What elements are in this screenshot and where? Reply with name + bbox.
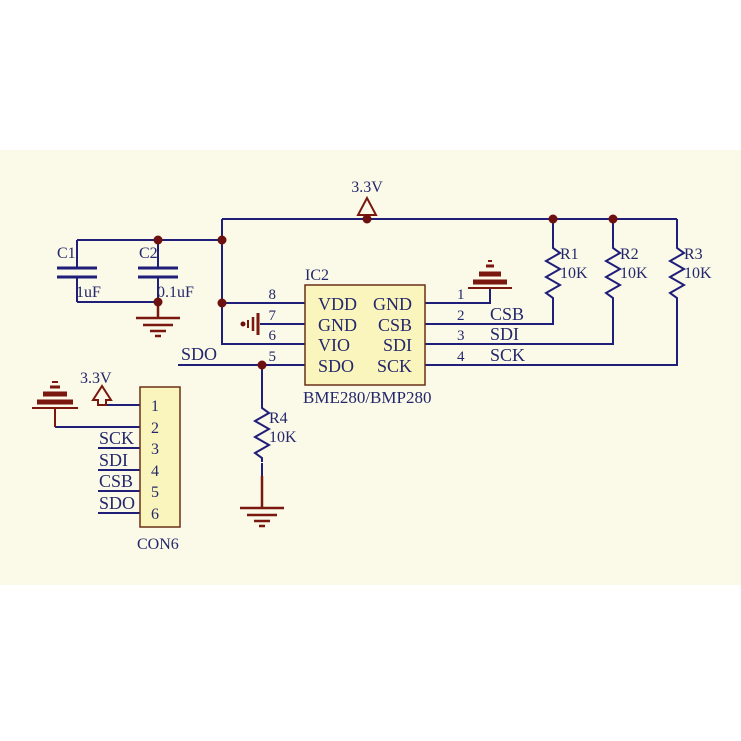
ic-ref-label: IC2: [305, 267, 329, 284]
ic-part-label: BME280/BMP280: [303, 388, 431, 407]
ground-earth-con6-icon: [32, 381, 78, 427]
ic-pin-name-gnd-left: GND: [318, 315, 357, 335]
c2-value-label: 0.1uF: [157, 284, 194, 301]
wire-pin1-gnd: [425, 288, 491, 304]
ic-pin-num-1: 1: [457, 287, 465, 303]
ic-pin-name-vdd: VDD: [318, 294, 357, 314]
ic-pin-num-5: 5: [269, 349, 277, 365]
con6-pin-num-5: 5: [151, 484, 159, 501]
capacitor-c2-symbol: [138, 266, 178, 279]
ground-r4-icon: [240, 476, 284, 528]
power-rail-label: 3.3V: [351, 179, 383, 196]
resistor-r3-symbol: [667, 245, 687, 302]
resistor-r2-symbol: [603, 245, 623, 302]
r4-ref-label: R4: [269, 410, 288, 427]
c1-value-label: 1uF: [76, 284, 101, 301]
con6-ref-label: CON6: [137, 536, 179, 553]
r4-value-label: 10K: [269, 429, 297, 446]
net-label-sck: SCK: [490, 345, 525, 365]
con6-net-label-sck: SCK: [99, 428, 134, 448]
con6-net-label-sdo: SDO: [99, 493, 135, 513]
resistor-r1-symbol: [543, 245, 563, 302]
ic-pin-num-2: 2: [457, 308, 465, 324]
r1-ref-label: R1: [560, 246, 579, 263]
con6-pin-num-4: 4: [151, 463, 159, 480]
ic-body: [304, 284, 426, 386]
c2-ref-label: C2: [139, 245, 158, 262]
ic-pin-name-gnd-right: GND: [373, 294, 412, 314]
ic-pin-name-sdo: SDO: [318, 356, 354, 376]
wire-pin2-csb: [425, 301, 554, 325]
power-3v3-con6-icon: [91, 384, 113, 406]
con6-pin-num-3: 3: [151, 441, 159, 458]
ground-c2-icon: [136, 302, 180, 338]
ground-earth-ic-pin1-icon: [468, 260, 512, 289]
ground-signal-ic-pin7-icon: [240, 313, 260, 335]
junction-dot: [257, 360, 267, 370]
ic-pin-name-sck: SCK: [377, 356, 412, 376]
wire-pin4-sck: [425, 301, 678, 366]
ic-pin-name-vio: VIO: [318, 335, 350, 355]
ic-pin-num-4: 4: [457, 349, 465, 365]
capacitor-c1-symbol: [57, 266, 97, 279]
r3-ref-label: R3: [684, 246, 703, 263]
con6-pin-num-6: 6: [151, 506, 159, 523]
r2-ref-label: R2: [620, 246, 639, 263]
con6-net-label-csb: CSB: [99, 471, 133, 491]
junction-dot: [153, 235, 163, 245]
r1-value-label: 10K: [560, 265, 588, 282]
junction-dot: [608, 214, 618, 224]
junction-dot: [217, 235, 227, 245]
con6-net-label-sdi: SDI: [99, 450, 128, 470]
con6-pin-num-2: 2: [151, 420, 159, 437]
power-con6-label: 3.3V: [80, 370, 112, 387]
c1-ref-label: C1: [57, 245, 76, 262]
power-3v3-rail-icon: [356, 195, 378, 224]
wire-vdd-branch: [221, 219, 305, 345]
resistor-r4-symbol: [252, 405, 272, 462]
wire-pin3-sdi: [425, 301, 614, 345]
junction-dot: [217, 298, 227, 308]
junction-dot: [548, 214, 558, 224]
r3-value-label: 10K: [684, 265, 712, 282]
ic-pin-num-6: 6: [269, 328, 277, 344]
r2-value-label: 10K: [620, 265, 648, 282]
net-label-csb: CSB: [490, 304, 524, 324]
ic-pin-num-7: 7: [269, 308, 277, 324]
ic-pin-name-csb: CSB: [378, 315, 412, 335]
net-label-sdo: SDO: [181, 344, 217, 364]
ic-pin-num-8: 8: [269, 287, 277, 303]
ic-pin-name-sdi: SDI: [383, 335, 412, 355]
ic-pin-num-3: 3: [457, 328, 465, 344]
net-label-sdi: SDI: [490, 324, 519, 344]
junction-dot: [153, 297, 163, 307]
con6-pin-num-1: 1: [151, 398, 159, 415]
connector-body: [139, 386, 181, 528]
